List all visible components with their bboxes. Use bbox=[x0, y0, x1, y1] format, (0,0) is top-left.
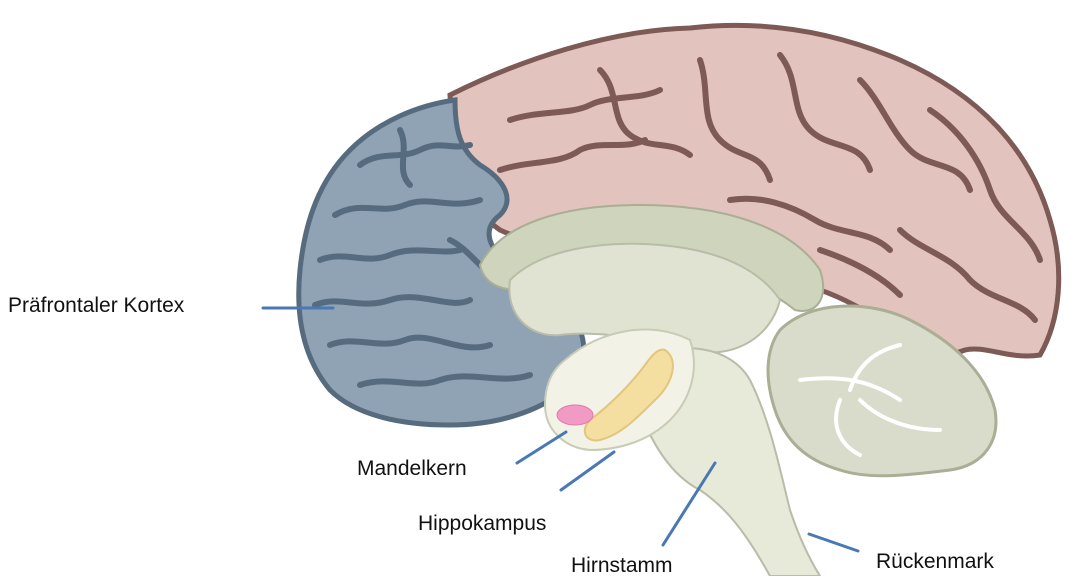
leader-line-spinal-cord bbox=[809, 534, 858, 551]
leader-line-hippocampus bbox=[561, 452, 614, 490]
leader-line-amygdala bbox=[517, 432, 566, 463]
amygdala-region bbox=[557, 405, 593, 425]
label-prefrontal-cortex: Präfrontaler Kortex bbox=[8, 295, 184, 316]
label-amygdala: Mandelkern bbox=[357, 458, 467, 479]
label-brainstem: Hirnstamm bbox=[571, 555, 673, 576]
label-spinal-cord: Rückenmark bbox=[876, 551, 994, 572]
label-hippocampus: Hippokampus bbox=[418, 513, 546, 534]
